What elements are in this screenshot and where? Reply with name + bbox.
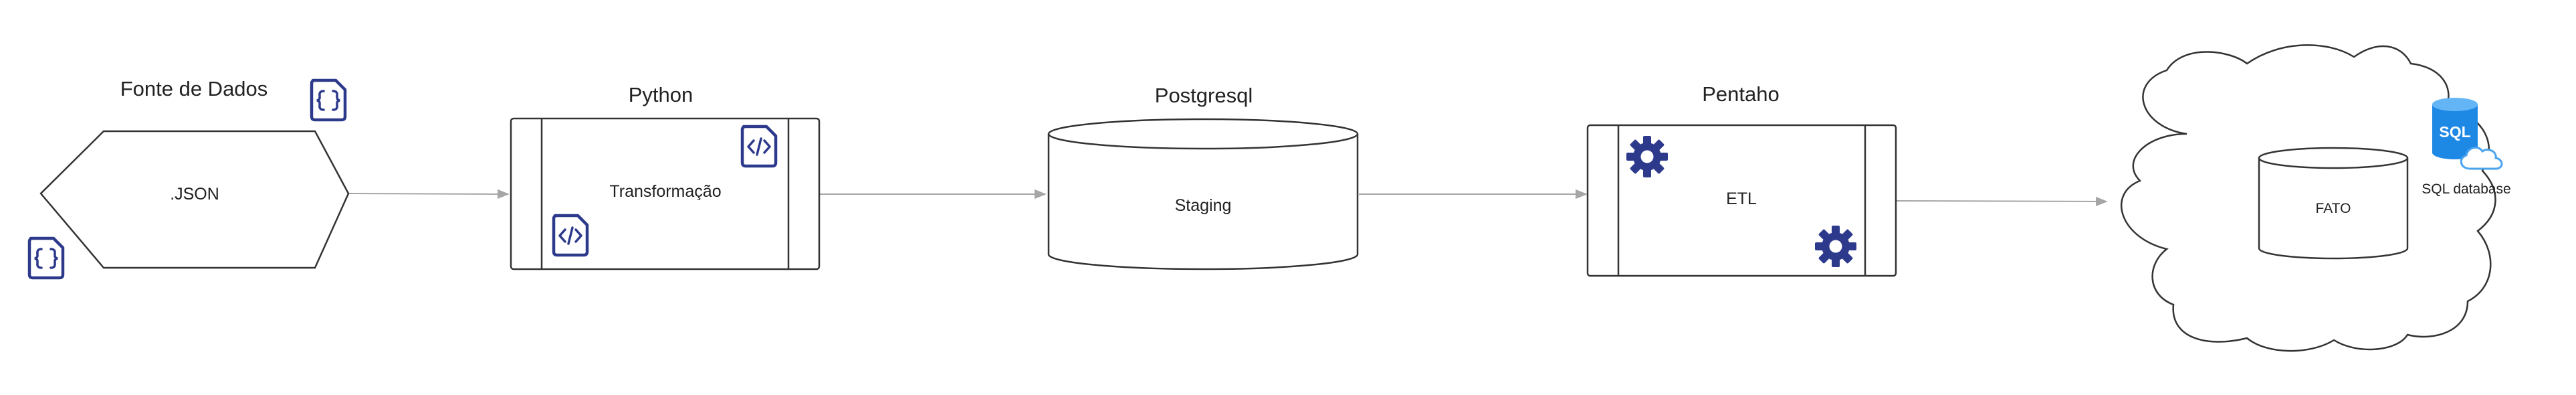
python-title: Python — [629, 83, 693, 106]
json-file-icon — [312, 80, 345, 120]
fato-label: FATO — [2316, 201, 2351, 216]
sql-database-label: SQL database — [2422, 181, 2511, 197]
pentaho-label: ETL — [1726, 189, 1757, 208]
edges — [348, 189, 2108, 207]
node-cloud: FATO SQL SQL database — [2121, 44, 2511, 352]
sql-badge-text: SQL — [2439, 123, 2470, 141]
sql-database-icon: SQL — [2432, 98, 2503, 170]
postgres-title: Postgresql — [1155, 84, 1253, 107]
source-hexagon — [39, 130, 350, 269]
gear-icon — [1626, 136, 1668, 177]
edge-pentaho-cloud — [1894, 196, 2108, 207]
node-postgres: Postgresql Staging — [1047, 84, 1359, 270]
node-python: Python Transformação — [510, 83, 821, 270]
postgres-cylinder — [1047, 118, 1359, 270]
json-file-icon — [29, 238, 63, 278]
python-label: Transformação — [609, 182, 721, 201]
node-pentaho: Pentaho ETL — [1586, 82, 1897, 277]
gear-icon — [1815, 226, 1856, 267]
pentaho-process-box — [1586, 124, 1897, 277]
node-source: Fonte de Dados .JSON — [29, 77, 350, 278]
source-label: .JSON — [170, 185, 219, 204]
pentaho-title: Pentaho — [1702, 82, 1780, 106]
source-title: Fonte de Dados — [120, 77, 268, 100]
edge-source-python — [348, 189, 510, 200]
fato-cylinder — [2258, 147, 2409, 260]
postgres-label: Staging — [1175, 196, 1232, 215]
